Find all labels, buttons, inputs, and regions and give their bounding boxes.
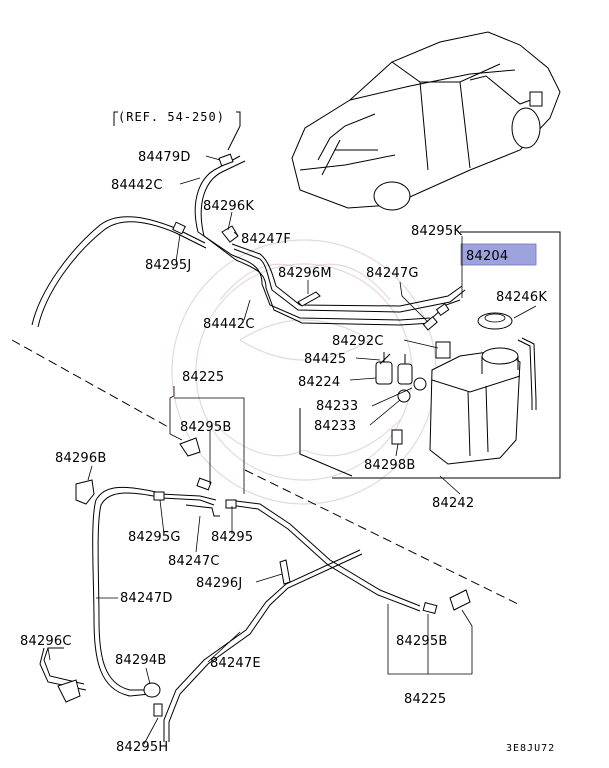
fitting-84247G — [422, 316, 438, 331]
clip-84296M — [297, 291, 321, 307]
label-84247F: 84247F — [241, 232, 291, 247]
fitting-84295G — [153, 491, 165, 501]
washer-tank — [429, 312, 537, 465]
hose-84442C-top — [31, 216, 207, 328]
fitting-84295J — [172, 221, 186, 235]
fitting-84295K — [435, 303, 450, 317]
label-84246K: 84246K — [496, 290, 547, 305]
label-84247C: 84247C — [168, 554, 220, 569]
hose-84246K — [517, 339, 533, 410]
nozzle-84225-top — [179, 437, 201, 457]
reference-label: (REF. 54-250) — [118, 110, 225, 124]
nozzle-84296C — [57, 679, 81, 703]
leaders-top — [175, 155, 537, 495]
label-84294B: 84294B — [115, 653, 166, 668]
label-84442C-top: 84442C — [111, 178, 163, 193]
label-84224: 84224 — [298, 375, 340, 390]
assembly-boundary — [11, 339, 521, 606]
label-84225-top: 84225 — [182, 370, 224, 385]
background-watermark — [171, 239, 437, 505]
label-84295K: 84295K — [411, 224, 462, 239]
label-84247E: 84247E — [210, 656, 261, 671]
label-84295B-top: 84295B — [180, 420, 231, 435]
hose-84247E — [163, 499, 421, 742]
label-84479D: 84479D — [138, 150, 191, 165]
label-84233-b: 84233 — [314, 419, 356, 434]
label-84295B-bottom: 84295B — [396, 634, 447, 649]
label-84295: 84295 — [211, 530, 253, 545]
label-84296K: 84296K — [203, 199, 254, 214]
reference-leader — [113, 111, 241, 151]
label-84296M: 84296M — [278, 266, 332, 281]
nozzle-84225-bottom — [449, 589, 471, 611]
label-84204: 84204 — [466, 249, 508, 264]
label-84425: 84425 — [304, 352, 346, 367]
fitting-84295H — [153, 703, 163, 717]
label-84247G: 84247G — [366, 266, 419, 281]
label-84233-a: 84233 — [316, 399, 358, 414]
fitting-84479D — [218, 153, 234, 167]
pump-84425 — [375, 352, 413, 385]
label-84296J: 84296J — [196, 576, 242, 591]
fitting-84295B-top — [196, 477, 212, 491]
label-84295G: 84295G — [128, 530, 181, 545]
filler-cap-84204 — [477, 312, 513, 330]
leaders-bottom — [47, 386, 473, 745]
label-84296B: 84296B — [55, 451, 106, 466]
screw-84298B — [391, 429, 403, 445]
label-84242: 84242 — [432, 496, 474, 511]
connector-84294B — [143, 682, 161, 698]
car-illustration — [291, 31, 561, 211]
label-84292C: 84292C — [332, 334, 384, 349]
grommet-84233-a — [413, 377, 427, 391]
hose-84442C-main — [194, 155, 466, 326]
bracket-84292C — [435, 341, 451, 359]
hose-84296C-branch — [43, 647, 85, 685]
drawing-code: 3E8JU72 — [506, 743, 555, 754]
fitting-84295 — [225, 499, 237, 509]
clip-84296J — [279, 559, 291, 585]
label-84442C-bottom: 84442C — [203, 317, 255, 332]
label-84247D: 84247D — [120, 591, 173, 606]
label-84298B: 84298B — [364, 458, 415, 473]
bracket-84296B — [75, 479, 95, 505]
highlight-84204 — [460, 243, 537, 266]
fitting-84295B-bottom — [422, 601, 438, 615]
label-84295J: 84295J — [145, 258, 191, 273]
hose-84247C — [159, 493, 220, 517]
label-84296C: 84296C — [20, 634, 72, 649]
hose-84247D — [92, 486, 159, 697]
tank-assembly-frame — [332, 231, 561, 479]
label-84225-bottom: 84225 — [404, 692, 446, 707]
label-84295H: 84295H — [116, 740, 168, 755]
